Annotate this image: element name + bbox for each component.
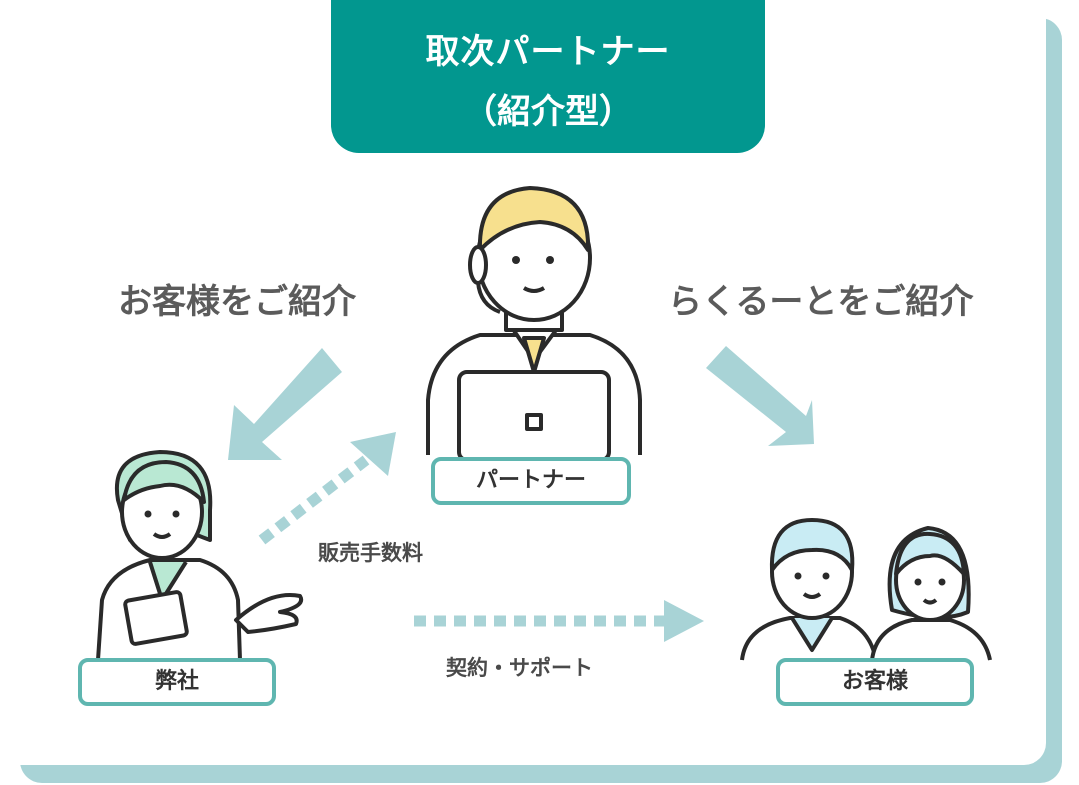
customer-label: お客様 — [776, 658, 974, 706]
arrow-commission — [258, 432, 396, 545]
title-line-2: （紹介型） — [463, 92, 633, 132]
caption-commission: 販売手数料 — [318, 541, 423, 565]
caption-introduce-service: らくるーとをご紹介 — [668, 282, 974, 322]
customers-illustration — [740, 518, 992, 661]
arrow-to-customer — [706, 346, 814, 446]
company-person-illustration — [96, 450, 303, 661]
caption-contract-support: 契約・サポート — [446, 656, 593, 680]
caption-introduce-customer: お客様をご紹介 — [118, 282, 356, 322]
partner-person-illustration — [426, 186, 642, 462]
partner-label: パートナー — [431, 457, 631, 505]
title-banner: 取次パートナー （紹介型） — [331, 0, 765, 153]
title-line-1: 取次パートナー — [425, 32, 671, 72]
arrow-to-company — [228, 348, 342, 460]
arrow-contract — [414, 600, 704, 642]
company-label: 弊社 — [78, 658, 276, 706]
